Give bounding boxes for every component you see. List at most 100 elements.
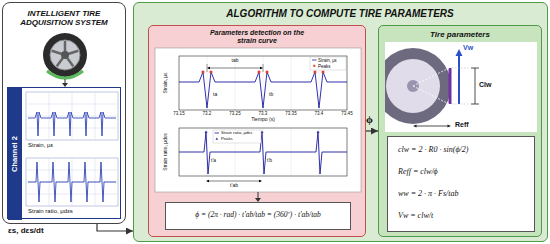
tick-label-holder: 73.4 <box>315 111 324 116</box>
axis-title-holder: Tiempo (s) <box>251 117 275 123</box>
dimension-label: Reff <box>455 121 469 129</box>
channel-name-holder: Channel 2 <box>11 136 20 172</box>
legend-text: Peaks <box>221 137 233 142</box>
velocity-arrow <box>456 49 463 104</box>
tick-label: 73.2 <box>203 111 212 116</box>
legend-text-holder: Strain, με <box>318 58 337 63</box>
time-label: t'b <box>267 158 272 164</box>
tick-label: 73.3 <box>259 111 268 116</box>
formula: ww = 2 · π · Fs/tab <box>398 189 459 198</box>
signal-name-holder: Strain ratio, μdεs <box>28 208 73 215</box>
box-title: Tire parameters <box>379 30 541 39</box>
chart-ground <box>155 48 361 192</box>
interval-label: tab <box>232 58 239 64</box>
axis-title-holder: Strain ratio, μdεs <box>163 133 169 170</box>
legend-text: Strain ratio, μdεs <box>221 131 252 136</box>
panel-title: INTELLIGENT TIRE ADQUISITION SYSTEM <box>3 9 125 27</box>
formula-holder: Vw = clw/t <box>398 211 433 220</box>
channel-name: Channel 2 <box>11 136 20 172</box>
channel-strip <box>8 88 22 220</box>
axis-title: Strain, με <box>163 73 169 94</box>
interval-label-holder: t'ab <box>230 183 238 189</box>
formula-holder: Reff = clw/ϕ <box>398 167 438 176</box>
dimension-label-holder: Vw <box>463 44 473 52</box>
signal-name: Strain ratio, μdεs <box>28 208 73 215</box>
dimension-label: Vw <box>463 44 473 52</box>
dimension-label: Clw <box>479 81 491 89</box>
tick-label: 73.15 <box>173 111 184 116</box>
signal-label: εs, dεs/dt <box>8 226 44 235</box>
formula: clw = 2 · R0 · sin(ϕ/2) <box>398 145 468 154</box>
time-label-holder: t'b <box>267 158 272 164</box>
tick-label: 73.45 <box>341 111 352 116</box>
channel-band: Channel 2 Strain, με Strain ratio, μdεs <box>7 87 121 219</box>
formula: ϕ = (2π · rad) · t'ab/tab = (360º) · t'a… <box>166 211 350 220</box>
flow-arrow <box>255 192 261 202</box>
channel-plots <box>8 88 122 220</box>
interval-label: t'ab <box>230 183 238 189</box>
tire-wheel <box>43 33 87 78</box>
system-panel: INTELLIGENT TIRE ADQUISITION SYSTEM Chan… <box>2 2 126 224</box>
panel-title-holder: INTELLIGENT TIRE ADQUISITION SYSTEM <box>3 9 125 27</box>
angle-label: ϕ <box>366 113 373 126</box>
angle-lines <box>413 68 449 104</box>
panel-title: ALGORITHM TO COMPUTE TIRE PARAMETERS <box>134 8 546 20</box>
signal-label-holder: εs, dεs/dt <box>8 226 44 235</box>
tire-section <box>385 48 451 124</box>
interval-label-holder: tab <box>232 58 239 64</box>
axis-title: Tiempo (s) <box>251 117 275 123</box>
tick-label-holder: 73.35 <box>285 111 296 116</box>
time-label-holder: tb <box>269 92 273 98</box>
strain-plot <box>179 56 347 110</box>
dimension-label-holder: Clw <box>479 81 491 89</box>
angle-label-holder: ϕ <box>366 113 373 126</box>
axis-title: Strain ratio, μdεs <box>163 133 169 170</box>
legend-text-holder: Strain ratio, μdεs <box>221 131 252 136</box>
ratio-plot <box>179 128 347 182</box>
legend-text-holder: Peaks <box>221 137 233 142</box>
tick-label: 73.35 <box>285 111 296 116</box>
dimension-label-holder: Reff <box>455 121 469 129</box>
formula-holder: ww = 2 · π · Fs/tab <box>398 189 459 198</box>
formula-holder: ϕ = (2π · rad) · t'ab/tab = (360º) · t'a… <box>166 211 350 220</box>
legend-text-holder: Peaks <box>318 64 331 69</box>
contact-length-dimension <box>452 68 479 104</box>
panel-title-holder: ALGORITHM TO COMPUTE TIRE PARAMETERS <box>134 8 546 20</box>
formula-box: ϕ = (2π · rad) · t'ab/tab = (360º) · t'a… <box>165 202 351 230</box>
time-label: t'a <box>211 158 216 164</box>
formula: Reff = clw/ϕ <box>398 167 438 176</box>
flow-arrow <box>62 79 68 87</box>
formula-holder: clw = 2 · R0 · sin(ϕ/2) <box>398 145 468 154</box>
parameters-box: Tire parameters clw = 2 · R0 · sin(ϕ/2) Re… <box>378 25 542 237</box>
mini-strain-plot <box>26 92 118 140</box>
legend-text: Strain, με <box>318 58 337 63</box>
tick-label-holder: 73.45 <box>341 111 352 116</box>
time-label-holder: t'a <box>211 158 216 164</box>
box-title: Parameters detection on the strain curve <box>207 29 307 45</box>
tick-label-holder: 73.15 <box>173 111 184 116</box>
box-title-holder: Parameters detection on the strain curve <box>207 29 307 45</box>
tick-label-holder: 73.3 <box>259 111 268 116</box>
tick-label-holder: 73.25 <box>229 111 240 116</box>
detection-box: Parameters detection on the strain curve… <box>148 25 366 237</box>
algorithm-panel: ALGORITHM TO COMPUTE TIRE PARAMETERS <box>133 2 548 242</box>
connector <box>97 224 133 231</box>
signal-name: Strain, με <box>28 142 53 149</box>
time-label: tb <box>269 92 273 98</box>
radius-dimension <box>413 125 451 128</box>
formula: Vw = clw/t <box>398 211 433 220</box>
formula-box: clw = 2 · R0 · sin(ϕ/2) Reff = clw/ϕ ww = … <box>387 136 535 232</box>
mini-ratio-plot <box>26 158 118 206</box>
contact-patch <box>449 68 452 104</box>
legend-text: Peaks <box>318 64 331 69</box>
box-title-holder: Tire parameters <box>379 30 541 39</box>
time-label: ta <box>213 92 217 98</box>
tick-label: 73.25 <box>229 111 240 116</box>
signal-name-holder: Strain, με <box>28 142 53 149</box>
time-label-holder: ta <box>213 92 217 98</box>
axis-title-holder: Strain, με <box>163 73 169 94</box>
connector <box>366 130 378 131</box>
tick-label: 73.4 <box>315 111 324 116</box>
tick-label-holder: 73.2 <box>203 111 212 116</box>
